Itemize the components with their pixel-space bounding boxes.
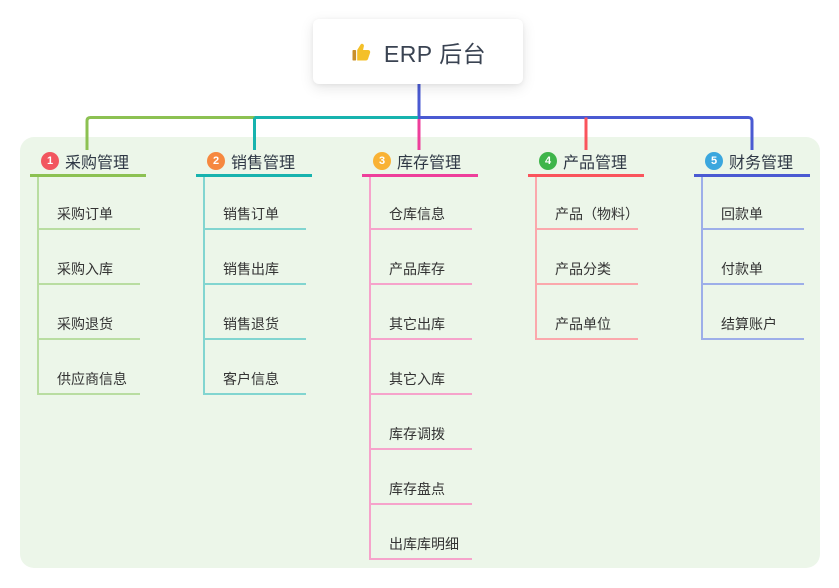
child-underline [701,338,804,340]
child-underline [535,228,638,230]
child-underline [203,393,306,395]
branch-number-badge: 5 [705,152,723,170]
child-underline [203,283,306,285]
child-node-采购退货[interactable]: 采购退货 [57,316,113,332]
branch-children-trunk-line [203,177,205,395]
branch-underline [694,174,810,177]
child-node-出库库明细[interactable]: 出库库明细 [389,536,459,552]
branch-underline [30,174,146,177]
root-node[interactable]: ERP 后台 [313,19,523,84]
child-node-其它出库[interactable]: 其它出库 [389,316,445,332]
child-underline [701,228,804,230]
child-underline [369,448,472,450]
root-title: ERP 后台 [383,40,487,67]
branch-number-badge: 3 [373,152,391,170]
branch-number-badge: 2 [207,152,225,170]
child-underline [37,283,140,285]
branch-number-badge: 4 [539,152,557,170]
thumbs-up-icon [350,40,374,64]
branch-node-财务管理[interactable]: 5 财务管理 [705,151,794,172]
child-underline [369,393,472,395]
branch-node-产品管理[interactable]: 4 产品管理 [539,151,628,172]
child-underline [37,228,140,230]
branch-label: 销售管理 [231,155,296,172]
child-node-产品库存[interactable]: 产品库存 [389,261,445,277]
branch-children-trunk-line [369,177,371,560]
branch-label: 采购管理 [65,155,130,172]
branch-children-trunk-line [535,177,537,340]
branch-node-库存管理[interactable]: 3 库存管理 [373,151,462,172]
child-underline [37,393,140,395]
branch-label: 库存管理 [397,155,462,172]
branch-node-销售管理[interactable]: 2 销售管理 [207,151,296,172]
child-node-产品分类[interactable]: 产品分类 [555,261,611,277]
branch-children-trunk-line [701,177,703,340]
child-underline [535,283,638,285]
child-underline [369,338,472,340]
child-node-产品（物料）[interactable]: 产品（物料） [555,206,639,222]
branch-underline [196,174,312,177]
child-node-客户信息[interactable]: 客户信息 [223,371,279,387]
child-node-产品单位[interactable]: 产品单位 [555,316,611,332]
branch-children-trunk-line [37,177,39,395]
child-node-其它入库[interactable]: 其它入库 [389,371,445,387]
branches-panel [20,137,820,568]
child-node-销售退货[interactable]: 销售退货 [223,316,279,332]
child-node-仓库信息[interactable]: 仓库信息 [389,206,445,222]
branch-label: 财务管理 [729,155,794,172]
child-underline [535,338,638,340]
child-node-付款单[interactable]: 付款单 [721,261,763,277]
child-underline [701,283,804,285]
child-underline [203,338,306,340]
child-underline [369,503,472,505]
branch-node-采购管理[interactable]: 1 采购管理 [41,151,130,172]
child-underline [203,228,306,230]
child-node-采购入库[interactable]: 采购入库 [57,261,113,277]
child-node-采购订单[interactable]: 采购订单 [57,206,113,222]
child-underline [369,558,472,560]
branch-number-badge: 1 [41,152,59,170]
child-underline [369,283,472,285]
child-node-销售订单[interactable]: 销售订单 [223,206,279,222]
child-underline [369,228,472,230]
child-node-供应商信息[interactable]: 供应商信息 [57,371,127,387]
child-node-库存调拨[interactable]: 库存调拨 [389,426,445,442]
branch-underline [528,174,644,177]
branch-label: 产品管理 [563,155,628,172]
child-node-结算账户[interactable]: 结算账户 [721,316,777,332]
branch-underline [362,174,478,177]
child-underline [37,338,140,340]
child-node-库存盘点[interactable]: 库存盘点 [389,481,445,497]
child-node-回款单[interactable]: 回款单 [721,206,763,222]
child-node-销售出库[interactable]: 销售出库 [223,261,279,277]
